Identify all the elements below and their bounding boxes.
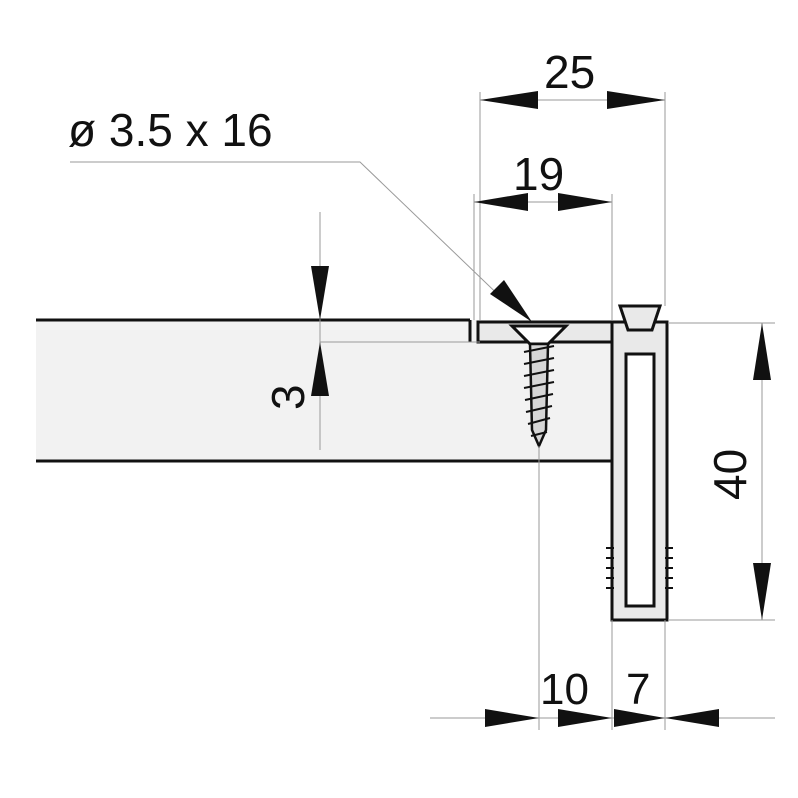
profile bbox=[476, 304, 673, 622]
dimension-arrows bbox=[311, 91, 771, 727]
width-total-label: 25 bbox=[544, 46, 595, 98]
screw-size-label: ø 3.5 x 16 bbox=[68, 104, 273, 156]
offset-left-label: 10 bbox=[540, 665, 589, 714]
screw bbox=[508, 324, 570, 450]
thickness-label: 3 bbox=[262, 384, 314, 410]
offset-right-label: 7 bbox=[626, 665, 650, 714]
height-label: 40 bbox=[704, 449, 756, 500]
width-inner-label: 19 bbox=[513, 148, 564, 200]
